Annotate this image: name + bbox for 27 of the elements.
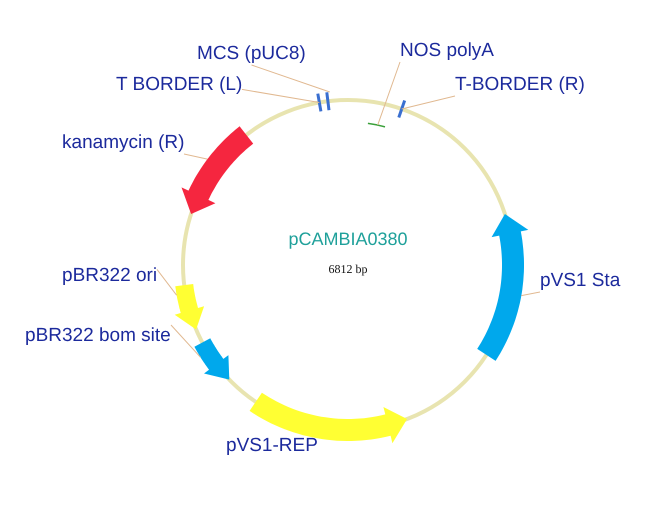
plasmid-name: pCAMBIA0380 [288, 228, 408, 250]
site-tick [397, 100, 406, 118]
leader-line [156, 268, 178, 296]
leader-line [170, 324, 201, 358]
feature-label: pBR322 ori [62, 265, 158, 287]
feature-label: MCS (pUC8) [197, 43, 306, 65]
leader-line [520, 292, 540, 296]
leader-line [251, 64, 330, 92]
leader-line [242, 88, 320, 103]
gene-feature-block [477, 214, 528, 361]
site-tick [325, 92, 330, 110]
leader-line [377, 62, 400, 126]
site-tick [316, 93, 322, 112]
feature-label: NOS polyA [400, 40, 494, 62]
plasmid-size: 6812 bp [328, 261, 368, 278]
gene-feature-block [182, 126, 254, 214]
feature-label: T BORDER (L) [116, 74, 242, 96]
feature-line [368, 122, 386, 128]
feature-label: pVS1 Sta [540, 270, 620, 292]
gene-feature-block [194, 338, 230, 380]
feature-label: pBR322 bom site [25, 325, 171, 347]
gene-feature-block [174, 284, 204, 330]
feature-label: T-BORDER (R) [455, 74, 585, 96]
feature-label: pVS1-REP [226, 435, 318, 457]
leader-line [401, 96, 456, 110]
leader-line [184, 154, 208, 160]
feature-label: kanamycin (R) [62, 132, 184, 154]
